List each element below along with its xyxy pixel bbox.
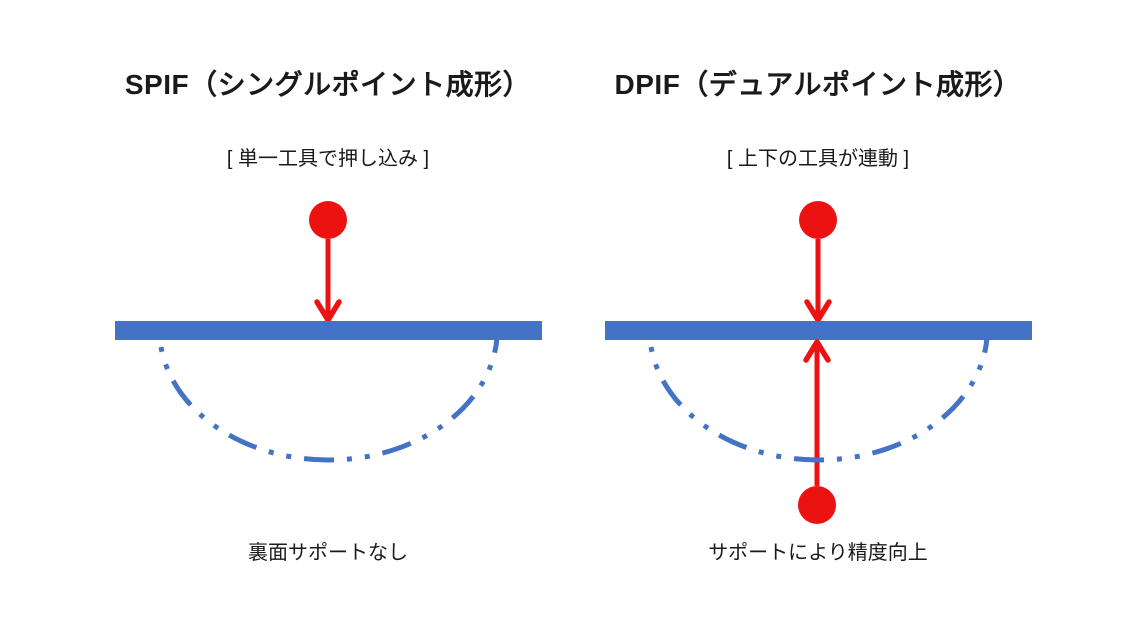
sheet-metal-bar [605, 321, 1032, 340]
dpif-subtitle: [ 上下の工具が連動 ] [726, 148, 910, 170]
upper-tool-circle-icon [799, 201, 837, 239]
dpif-caption: サポートにより精度向上 [708, 542, 928, 564]
spif-diagram [115, 201, 542, 463]
spif-caption: 裏面サポートなし [248, 542, 408, 564]
press-down-arrow-head [314, 299, 342, 323]
spif-subtitle: [ 単一工具で押し込み ] [226, 148, 430, 170]
dpif-title: DPIF（デュアルポイント成形） [614, 69, 1022, 100]
dpif-diagram [605, 201, 1032, 524]
spif-title: SPIF（シングルポイント成形） [124, 69, 532, 100]
sheet-metal-bar [115, 321, 542, 340]
press-down-arrow-icon [804, 239, 832, 323]
lower-tool-circle-icon [798, 486, 836, 524]
press-down-arrow-head [804, 299, 832, 323]
upper-tool-circle-icon [309, 201, 347, 239]
formed-shape-arc [648, 337, 990, 463]
spif-panel: SPIF（シングルポイント成形） [ 単一工具で押し込み ] 裏面サポートなし [88, 0, 568, 632]
dpif-panel: DPIF（デュアルポイント成形） [ 上下の工具が連動 ] サポートにより精度向… [578, 0, 1058, 632]
support-up-arrow-head [803, 339, 831, 363]
press-down-arrow-icon [314, 239, 342, 323]
support-up-arrow-icon [803, 339, 831, 486]
formed-shape-arc [158, 337, 500, 463]
